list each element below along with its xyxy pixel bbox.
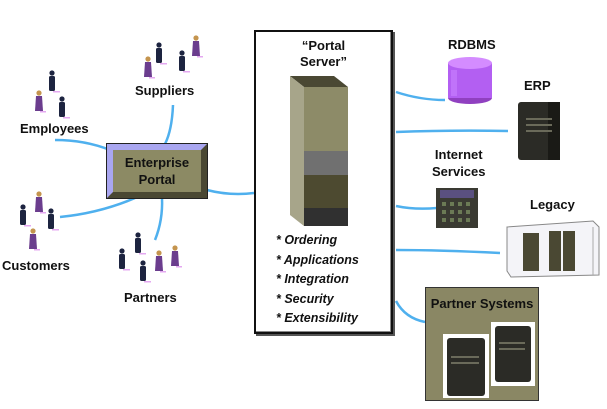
internet-services-label: Internet Services xyxy=(432,146,486,180)
portal-label-line1: Enterprise xyxy=(124,155,190,170)
connector-internet xyxy=(395,204,438,210)
portal-label-line2: Portal xyxy=(138,172,176,187)
server-title-line2: Server” xyxy=(300,54,347,69)
connector-rdbms xyxy=(395,90,446,102)
legacy-mainframe-icon xyxy=(506,220,600,278)
feature-item: * Security xyxy=(276,291,334,306)
employees-label: Employees xyxy=(20,121,89,136)
erp-server-icon xyxy=(518,102,560,160)
customers-label: Customers xyxy=(2,258,70,273)
partner-systems-label: Partner Systems xyxy=(430,296,534,311)
internet-label-line1: Internet xyxy=(434,147,483,162)
connector-erp xyxy=(395,129,509,134)
partner-servers-icon xyxy=(443,322,535,398)
connector-legacy xyxy=(395,248,501,255)
enterprise-portal-box: Enterprise Portal xyxy=(106,143,208,199)
server-title-line1: “Portal xyxy=(301,38,346,53)
connector-suppliers xyxy=(163,104,175,145)
server-tower-icon xyxy=(290,76,348,226)
suppliers-people-icon xyxy=(144,35,203,79)
employees-people-icon xyxy=(35,70,70,119)
internet-label-line2: Services xyxy=(432,164,486,179)
portal-server-frame: “Portal Server” * Ordering * Application… xyxy=(254,30,393,334)
partners-people-icon xyxy=(119,232,182,283)
partners-label: Partners xyxy=(124,290,177,305)
erp-label: ERP xyxy=(524,78,551,93)
feature-item: * Applications xyxy=(276,252,359,267)
server-features-list: * Ordering * Applications * Integration … xyxy=(276,231,359,329)
feature-item: * Ordering xyxy=(276,233,338,247)
partner-systems-box: Partner Systems xyxy=(425,287,539,401)
connector-portal-server xyxy=(206,188,255,196)
connector-partners xyxy=(153,197,164,241)
connector-partner-systems xyxy=(394,300,426,324)
server-title: “Portal Server” xyxy=(256,38,391,70)
internet-server-icon xyxy=(436,188,478,228)
feature-item: * Integration xyxy=(276,272,349,286)
legacy-label: Legacy xyxy=(530,197,575,212)
suppliers-label: Suppliers xyxy=(135,83,195,98)
customers-people-icon xyxy=(20,191,59,251)
connector-customers xyxy=(59,196,136,219)
rdbms-label: RDBMS xyxy=(448,37,496,52)
database-icon xyxy=(448,57,492,104)
connector-employees xyxy=(54,138,111,152)
feature-item: * Extensibility xyxy=(276,311,358,325)
